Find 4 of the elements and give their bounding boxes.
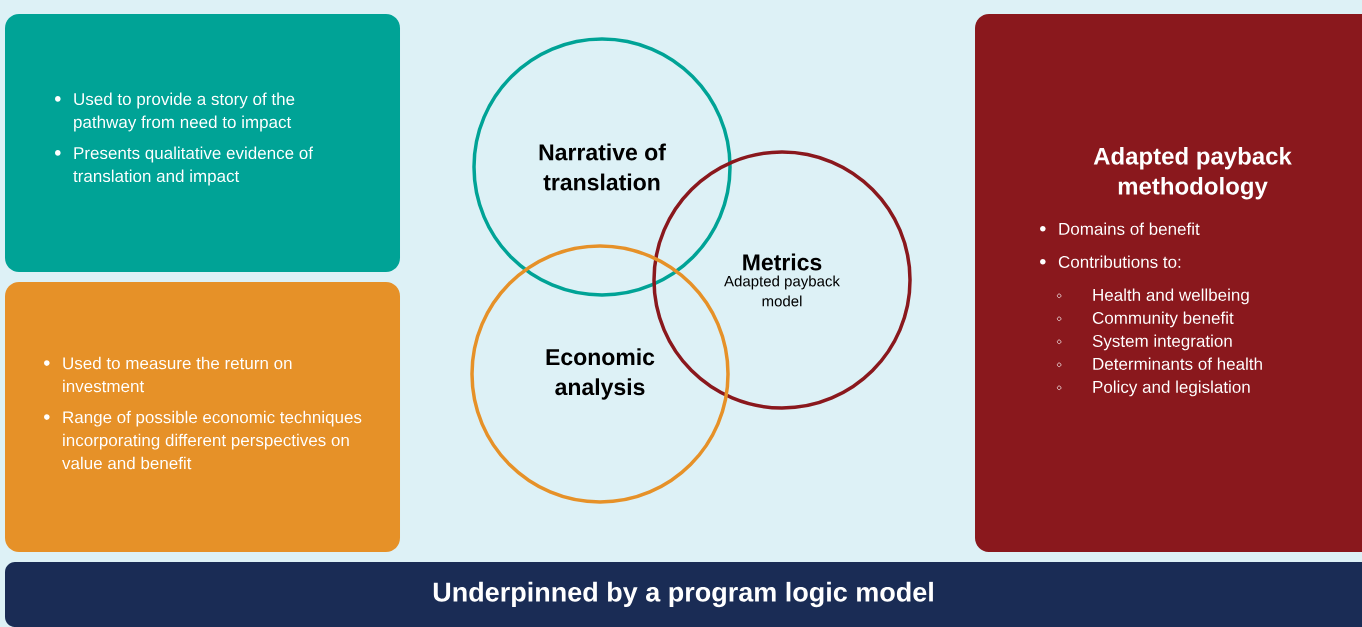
info-panel: Adapted payback methodology Domains of benefit Contributions to: Health and wellbeing Community benefit System integration Determinants of health Policy and legislation: [975, 14, 1362, 552]
info-panel: Used to provide a story of the pathway from need to impact Presents qualitative evidence of translation and impact: [5, 14, 400, 272]
info-panel: Used to measure the return on investment Range of possible economic techniques incorporating different perspectives on value and benefit: [5, 282, 400, 552]
footer-banner: Underpinned by a program logic model: [5, 562, 1362, 627]
